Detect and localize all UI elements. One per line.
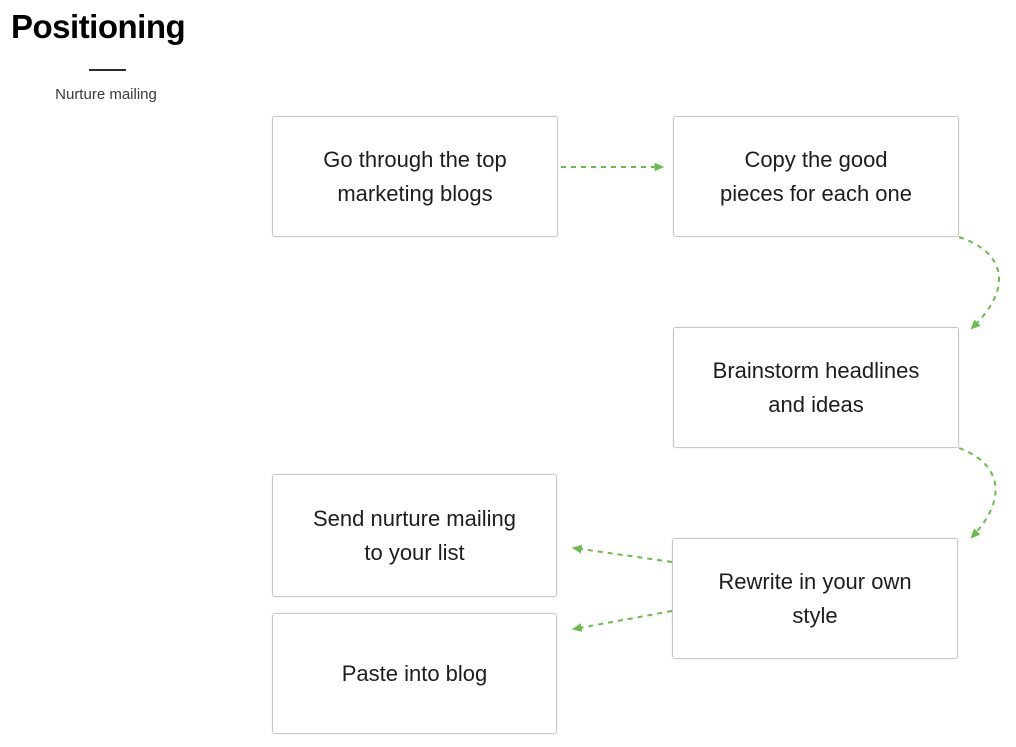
title-divider: [89, 69, 126, 71]
node-send-nurture-mailing[interactable]: Send nurture mailing to your list: [272, 474, 557, 597]
node-brainstorm-headlines[interactable]: Brainstorm headlines and ideas: [673, 327, 959, 448]
node-rewrite-own-style[interactable]: Rewrite in your own style: [672, 538, 958, 659]
subtitle: Nurture mailing: [55, 86, 157, 103]
node-go-through-blogs[interactable]: Go through the top marketing blogs: [272, 116, 558, 237]
node-paste-into-blog[interactable]: Paste into blog: [272, 613, 557, 734]
edge-n3-n4: [958, 447, 997, 539]
edge-n4-n6: [571, 610, 673, 632]
page-title: Positioning: [11, 8, 186, 45]
edge-n2-n3: [958, 236, 1000, 330]
edge-n4-n5: [571, 544, 673, 563]
node-copy-good-pieces[interactable]: Copy the good pieces for each one: [673, 116, 959, 237]
